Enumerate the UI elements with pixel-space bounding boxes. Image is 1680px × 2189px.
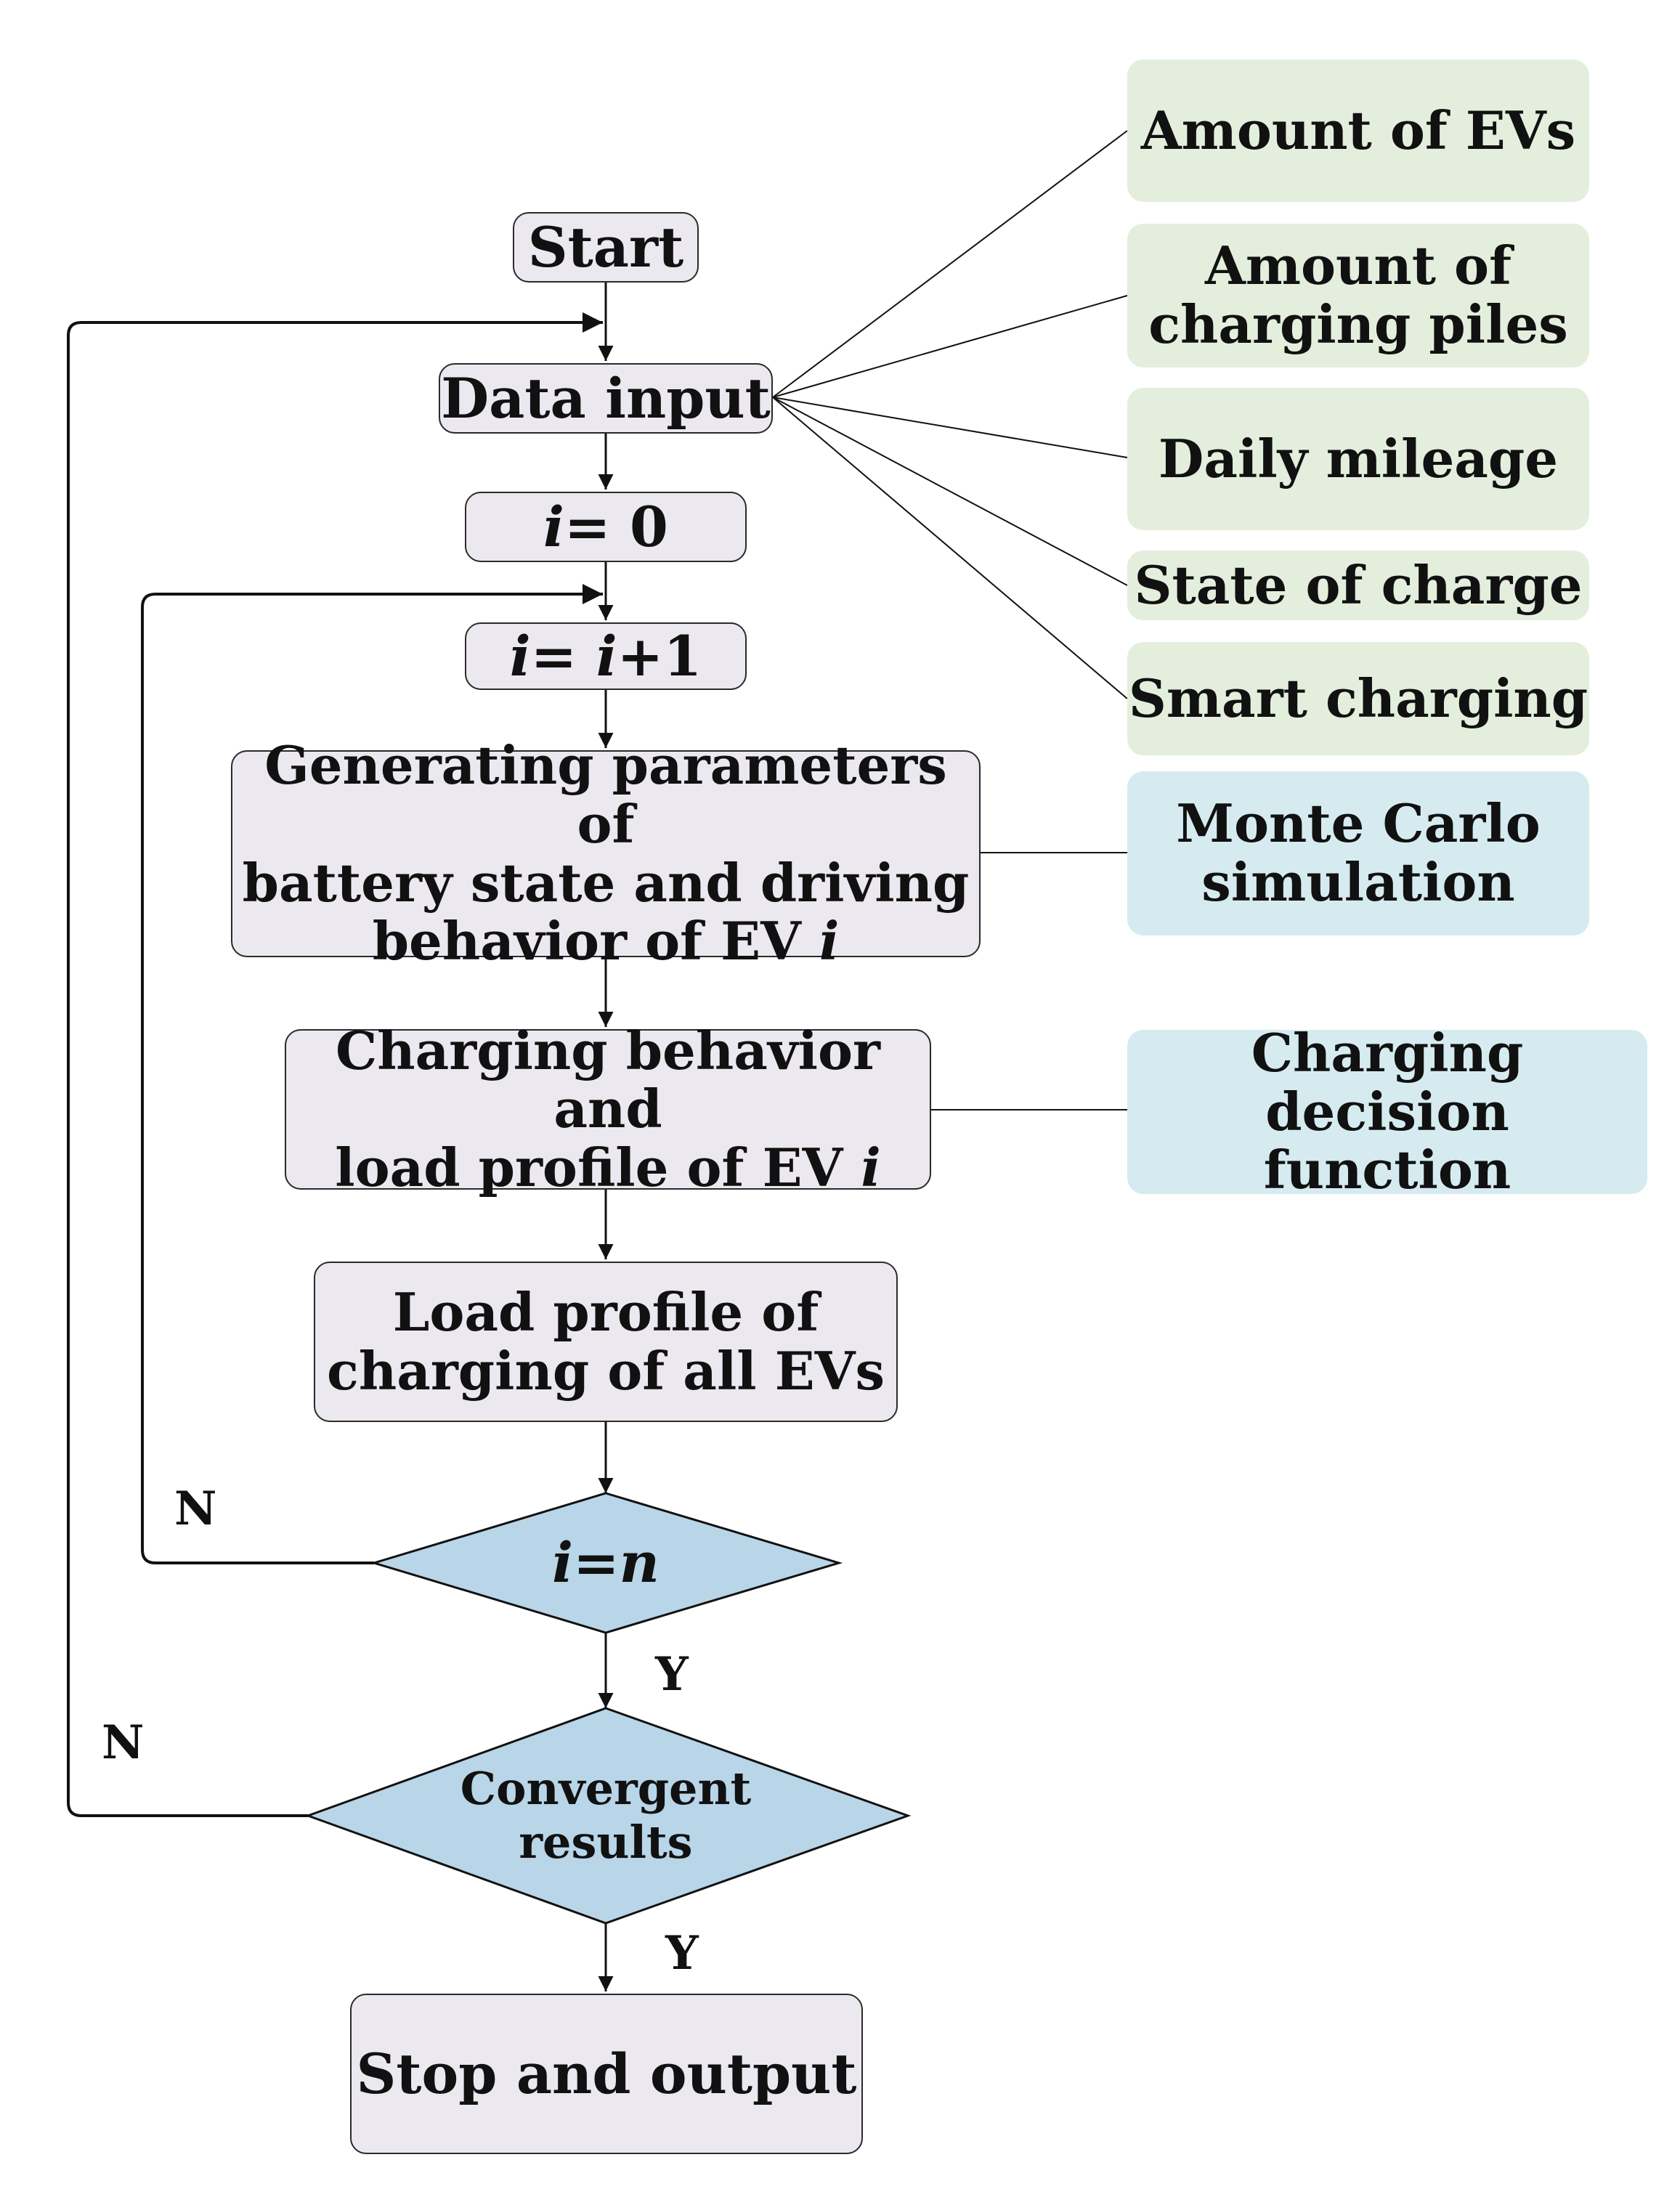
- label-n-inner: N: [174, 1482, 217, 1536]
- increment-label: i= i+1: [510, 625, 702, 687]
- input-amount-evs: Amount of EVs: [1127, 60, 1589, 202]
- generate-parameters-node: Generating parameters of battery state a…: [231, 736, 981, 970]
- charging-behavior-line-2-text: load profile of EV: [335, 1136, 861, 1198]
- data-input-label: Data input: [441, 365, 771, 431]
- load-profile-text: Load profile of charging of all EVs: [327, 1283, 885, 1400]
- decision-i-mid: =: [572, 1530, 620, 1596]
- converge-line-2: results: [519, 1816, 693, 1869]
- generate-line-3: behavior of EV i: [232, 910, 979, 972]
- charging-behavior-line-1: Charging behavior and: [336, 1019, 880, 1140]
- loop-outer: [67, 312, 603, 1817]
- increment-var2: i: [596, 623, 617, 689]
- increment-tail: +1: [617, 623, 702, 689]
- generate-line-3-var: i: [819, 910, 840, 972]
- method-monte-carlo: Monte Carlo simulation: [1127, 771, 1589, 935]
- method-decision-function: Charging decision function: [1127, 1023, 1647, 1199]
- decision-function-line-1: Charging decision: [1251, 1022, 1524, 1142]
- init-text: = 0: [564, 494, 668, 559]
- decision-diamond-i-n: [370, 1492, 843, 1634]
- label-n-outer: N: [102, 1715, 145, 1770]
- decision-function-line-2: function: [1263, 1139, 1511, 1201]
- load-profile-node: Load profile of charging of all EVs: [314, 1262, 898, 1422]
- converge-line-1: Convergent: [460, 1761, 752, 1815]
- input-daily-mileage: Daily mileage: [1127, 388, 1589, 530]
- input-amount-evs-label: Amount of EVs: [1140, 99, 1576, 161]
- input-smart-charging-label: Smart charging: [1128, 667, 1588, 729]
- monte-carlo-line-2: simulation: [1201, 851, 1515, 913]
- load-profile-line-1: Load profile of: [392, 1280, 819, 1343]
- charging-behavior-text: Charging behavior and load profile of EV…: [286, 1019, 930, 1198]
- input-state-of-charge-label: State of charge: [1134, 553, 1583, 616]
- monte-carlo-line-1: Monte Carlo: [1176, 792, 1541, 855]
- init-node: i= 0: [465, 492, 747, 562]
- input-state-of-charge: State of charge: [1127, 551, 1589, 620]
- method-decision-function-text: Charging decision function: [1127, 1022, 1647, 1201]
- fan-line-smart-charging: [772, 397, 1128, 699]
- generate-parameters-text: Generating parameters of battery state a…: [232, 736, 979, 971]
- input-amount-piles-line-1: Amount of: [1204, 235, 1512, 297]
- decision-converge-text: Convergent results: [460, 1762, 751, 1870]
- label-y-inner: Y: [655, 1647, 689, 1702]
- stop-output-label: Stop and output: [356, 2041, 857, 2106]
- init-var: i: [543, 494, 564, 559]
- stop-output-node: Stop and output: [350, 1994, 863, 2154]
- input-amount-piles: Amount of charging piles: [1127, 224, 1589, 367]
- generate-line-3-text: behavior of EV: [372, 910, 819, 972]
- decision-diamond-converge: [304, 1707, 912, 1925]
- input-amount-piles-text: Amount of charging piles: [1148, 237, 1568, 354]
- decision-i-var: i: [552, 1530, 573, 1596]
- load-profile-line-2: charging of all EVs: [327, 1339, 885, 1402]
- generate-line-1: Generating parameters of: [264, 734, 947, 855]
- increment-node: i= i+1: [465, 622, 747, 690]
- charging-behavior-node: Charging behavior and load profile of EV…: [285, 1021, 931, 1197]
- increment-mid: =: [530, 623, 596, 689]
- decision-converge-label: Convergent results: [407, 1758, 805, 1874]
- start-label: Start: [527, 214, 684, 280]
- loop-inner: [141, 584, 603, 1564]
- fan-line-amount-evs: [772, 130, 1128, 398]
- decision-i-var2: n: [619, 1530, 660, 1596]
- fan-line-state-of-charge: [772, 397, 1128, 586]
- charging-behavior-line-2-var: i: [861, 1136, 881, 1198]
- input-smart-charging: Smart charging: [1127, 642, 1589, 755]
- charging-behavior-line-2: load profile of EV i: [286, 1136, 930, 1198]
- increment-var: i: [509, 623, 531, 689]
- generate-line-2: battery state and driving: [242, 851, 970, 914]
- fan-line-daily-mileage: [772, 397, 1128, 458]
- label-y-outer: Y: [665, 1926, 699, 1981]
- data-input-node: Data input: [439, 363, 773, 434]
- fan-line-amount-piles: [772, 295, 1128, 398]
- method-monte-carlo-text: Monte Carlo simulation: [1176, 795, 1540, 911]
- input-amount-piles-line-2: charging piles: [1148, 293, 1568, 355]
- start-node: Start: [513, 212, 699, 283]
- init-label: i= 0: [543, 496, 668, 558]
- input-daily-mileage-label: Daily mileage: [1158, 427, 1559, 490]
- decision-i-n-label: i= n: [436, 1525, 776, 1601]
